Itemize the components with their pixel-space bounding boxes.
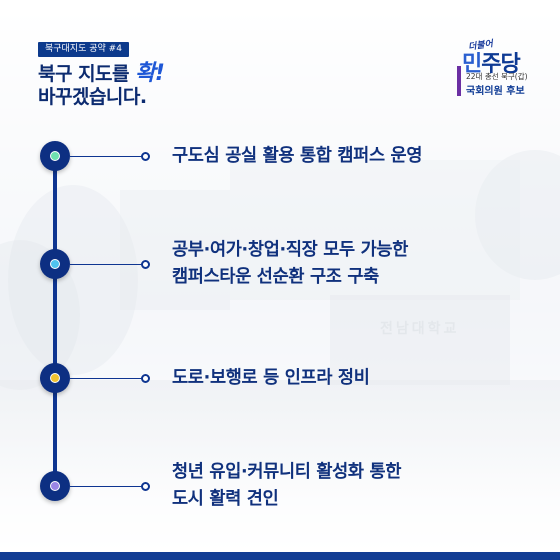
pledge-item-1: 구도심 공실 활용 통합 캠퍼스 운영 bbox=[172, 146, 423, 166]
pin-icon bbox=[141, 482, 150, 491]
pin-icon bbox=[141, 260, 150, 269]
timeline-node-3 bbox=[40, 363, 70, 393]
headline: 북구 지도를 확! 바꾸겠습니다. bbox=[38, 61, 165, 109]
election-subtitle: 22대 총선 북구(갑) bbox=[466, 72, 528, 81]
connector-4 bbox=[70, 486, 142, 487]
pledge-item-3: 도로·보행로 등 인프라 정비 bbox=[172, 368, 370, 388]
pin-icon bbox=[141, 374, 150, 383]
timeline-rail bbox=[53, 155, 57, 487]
node-dot-icon bbox=[50, 259, 60, 269]
timeline-node-4 bbox=[40, 471, 70, 501]
node-dot-icon bbox=[50, 151, 60, 161]
connector-2 bbox=[70, 264, 142, 265]
node-dot-icon bbox=[50, 373, 60, 383]
pledge-item-2: 공부·여가·창업·직장 모두 가능한 캠퍼스타운 선순환 구조 구축 bbox=[172, 240, 409, 287]
logo-brand: 민주당 bbox=[462, 52, 521, 77]
headline-emphasis: 확! bbox=[135, 61, 165, 86]
headline-line2: 바꾸겠습니다. bbox=[38, 86, 147, 108]
candidate-label: 국회의원 후보 bbox=[466, 86, 525, 97]
logo-accent-bar bbox=[457, 66, 461, 96]
headline-line1: 북구 지도를 bbox=[38, 63, 130, 85]
bottom-bar bbox=[0, 552, 560, 560]
node-dot-icon bbox=[50, 481, 60, 491]
party-logo: 더불어 민주당 22대 총선 북구(갑) 국회의원 후보 bbox=[454, 38, 530, 100]
connector-3 bbox=[70, 378, 142, 379]
campus-sign-text: 전남대학교 bbox=[380, 321, 460, 337]
pledge-item-4: 청년 유입·커뮤니티 활성화 통한 도시 활력 견인 bbox=[172, 462, 402, 509]
timeline-node-2 bbox=[40, 249, 70, 279]
pledge-tag: 북구대지도 공약 #4 bbox=[38, 42, 129, 57]
timeline-node-1 bbox=[40, 141, 70, 171]
connector-1 bbox=[70, 156, 142, 157]
pin-icon bbox=[141, 152, 150, 161]
